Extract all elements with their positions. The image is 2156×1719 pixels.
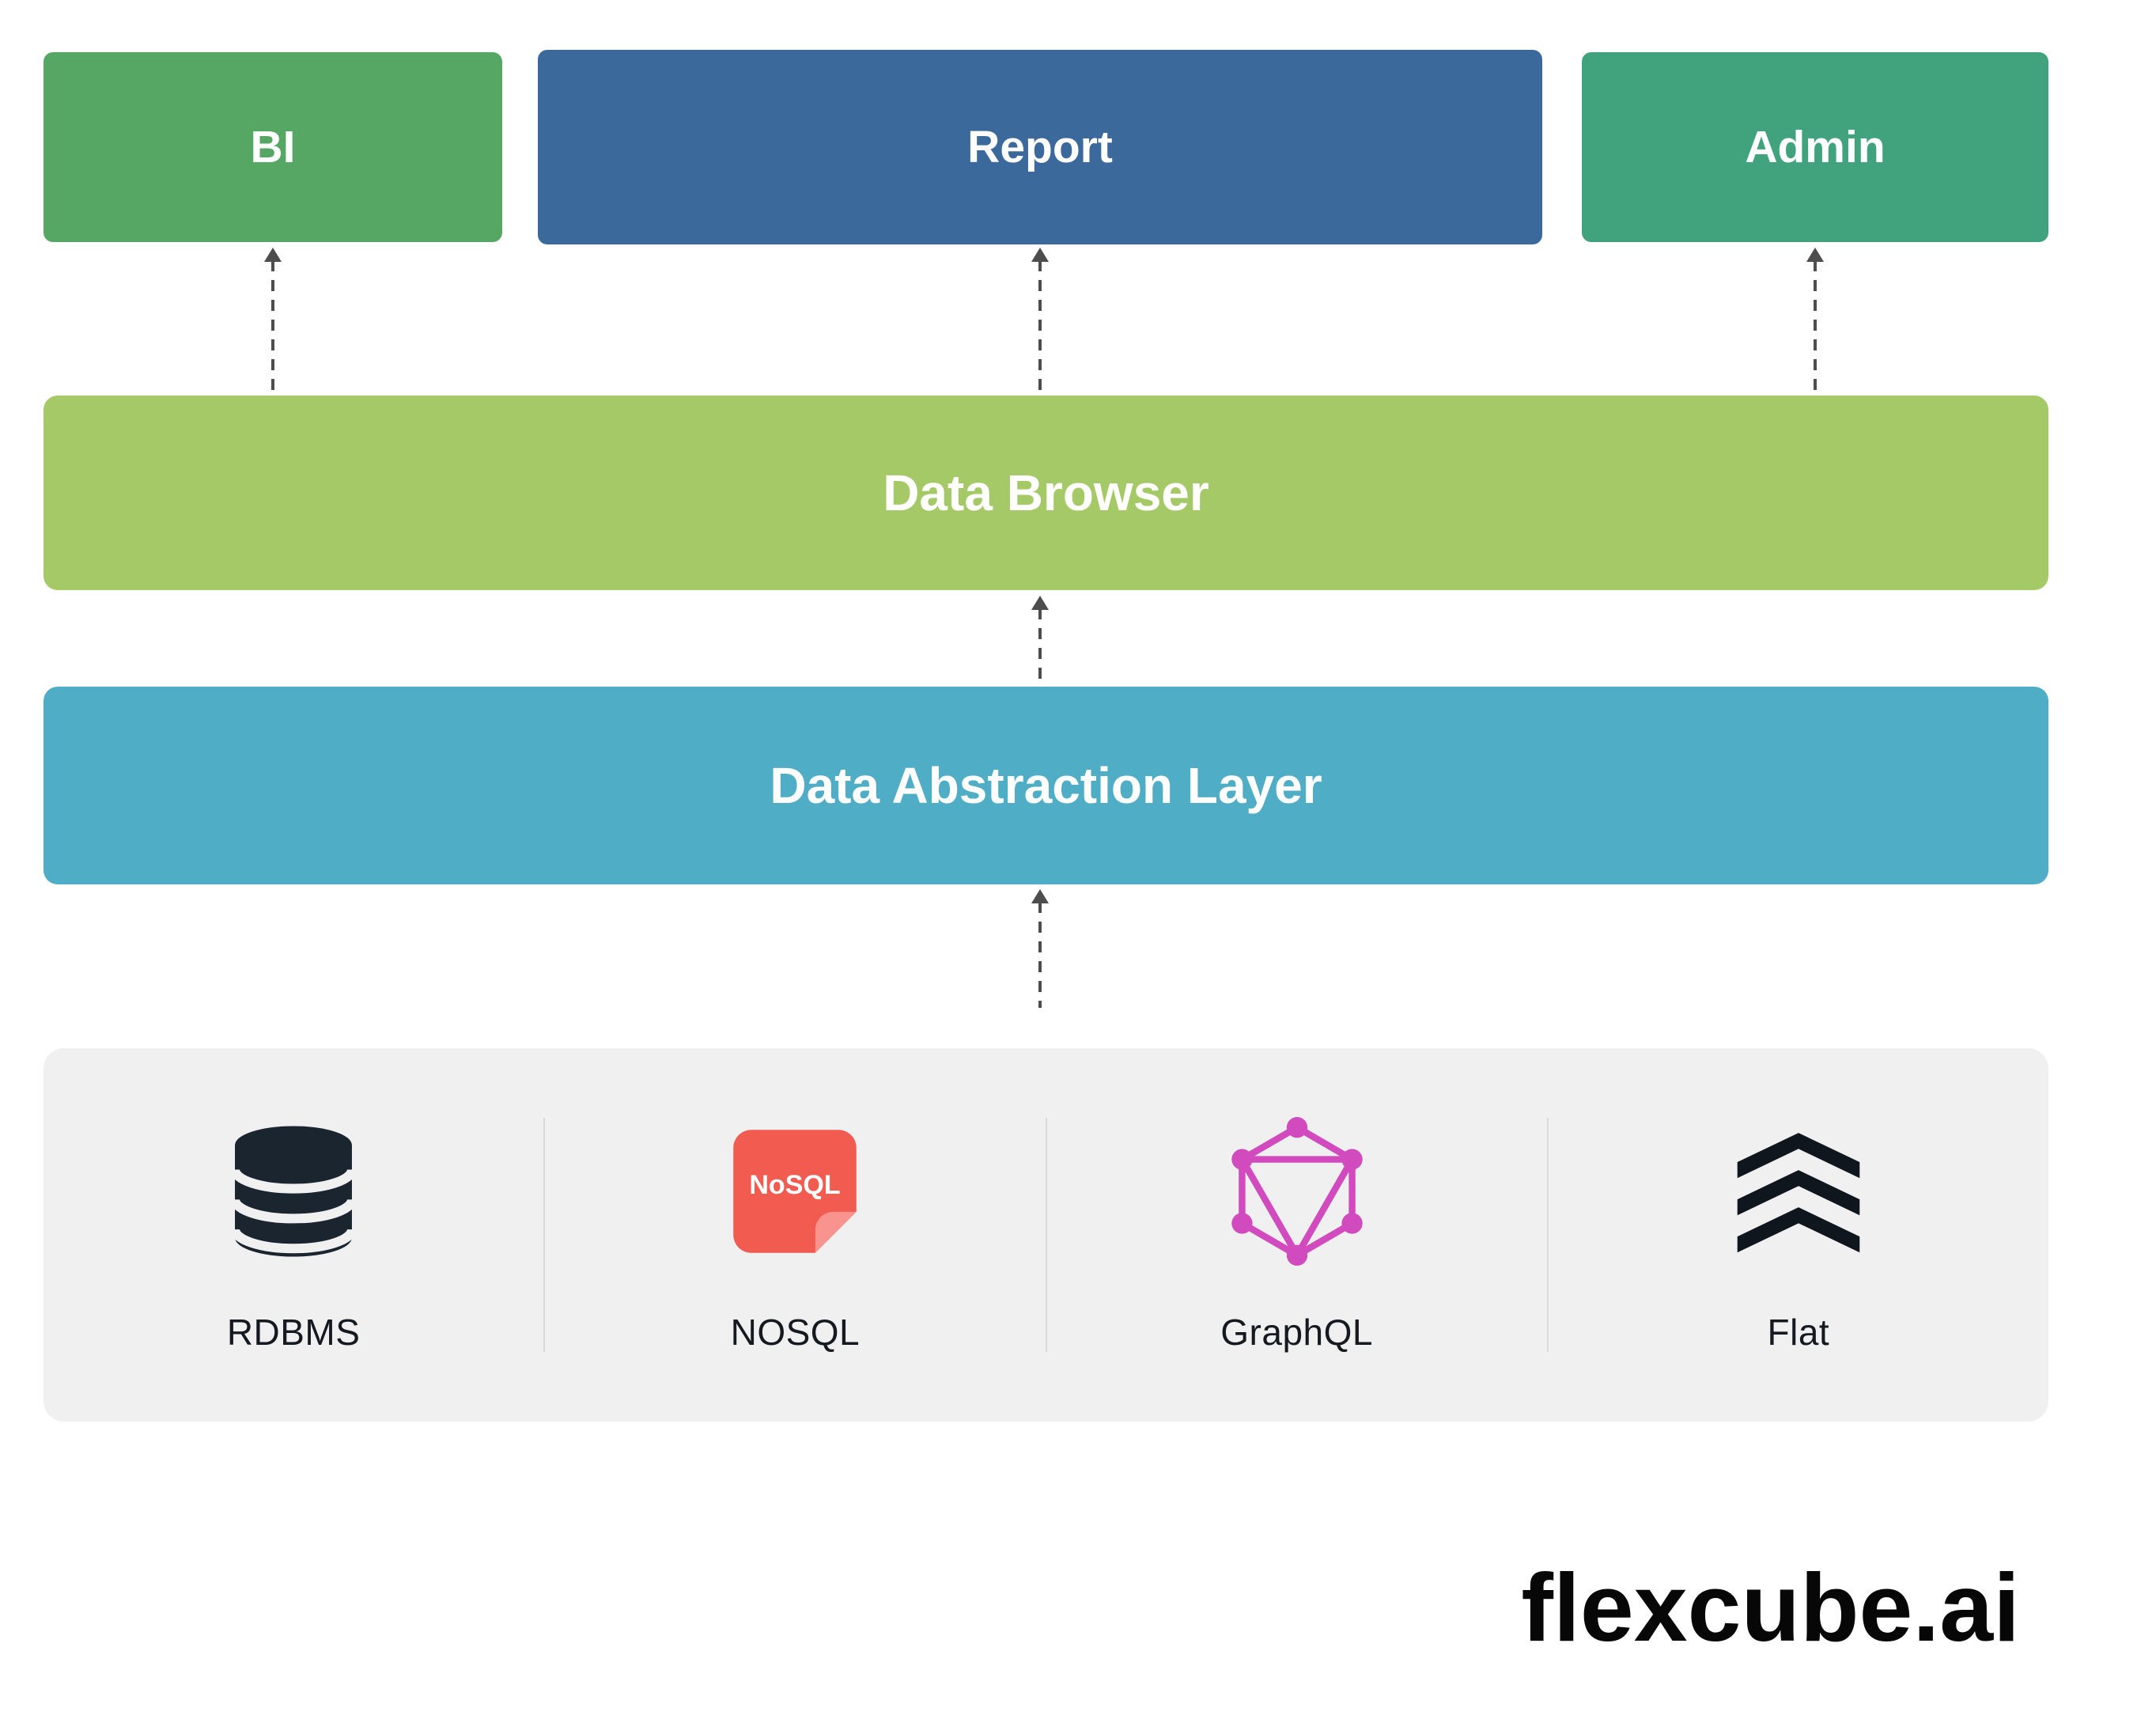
database-icon: [225, 1116, 361, 1267]
data-browser-label: Data Browser: [883, 464, 1209, 521]
bi-box-label: BI: [250, 122, 296, 172]
data-browser-layer: Data Browser: [43, 396, 2048, 590]
source-nosql: NoSQL NOSQL: [545, 1048, 1045, 1422]
nosql-badge-text: NoSQL: [750, 1170, 841, 1200]
vertical-divider: [1546, 1118, 1549, 1352]
dashed-line: [1038, 902, 1042, 1008]
brand-wordmark: flexcube.ai: [1521, 1554, 2020, 1661]
nosql-sticker-icon: NoSQL: [731, 1116, 859, 1267]
report-box: Report: [538, 50, 1542, 244]
graphql-icon: [1223, 1116, 1371, 1267]
source-rdbms: RDBMS: [43, 1048, 543, 1422]
arrow-up-icon: [1806, 248, 1824, 262]
vertical-divider: [1045, 1118, 1047, 1352]
dashed-line: [1814, 260, 1817, 393]
source-graphql: GraphQL: [1047, 1048, 1547, 1422]
report-box-label: Report: [967, 122, 1113, 172]
source-flat: Flat: [1549, 1048, 2048, 1422]
arrow-up-icon: [264, 248, 282, 262]
arrow-up-icon: [1031, 889, 1049, 903]
data-abstraction-layer-label: Data Abstraction Layer: [770, 757, 1322, 814]
dashed-line: [1038, 608, 1042, 684]
arrow-up-icon: [1031, 596, 1049, 610]
source-label: NOSQL: [730, 1312, 861, 1353]
source-label: Flat: [1767, 1312, 1830, 1353]
admin-box: Admin: [1582, 52, 2048, 242]
vertical-divider: [543, 1118, 546, 1352]
data-sources-panel: RDBMS NoSQL NOSQL: [43, 1048, 2048, 1422]
source-label: GraphQL: [1220, 1312, 1373, 1353]
admin-box-label: Admin: [1745, 122, 1886, 172]
source-label: RDBMS: [226, 1312, 361, 1353]
bi-box: BI: [43, 52, 502, 242]
dashed-line: [271, 260, 274, 393]
arrow-up-icon: [1031, 248, 1049, 262]
flat-layers-icon: [1732, 1116, 1865, 1267]
dashed-line: [1038, 260, 1042, 393]
data-abstraction-layer: Data Abstraction Layer: [43, 687, 2048, 884]
